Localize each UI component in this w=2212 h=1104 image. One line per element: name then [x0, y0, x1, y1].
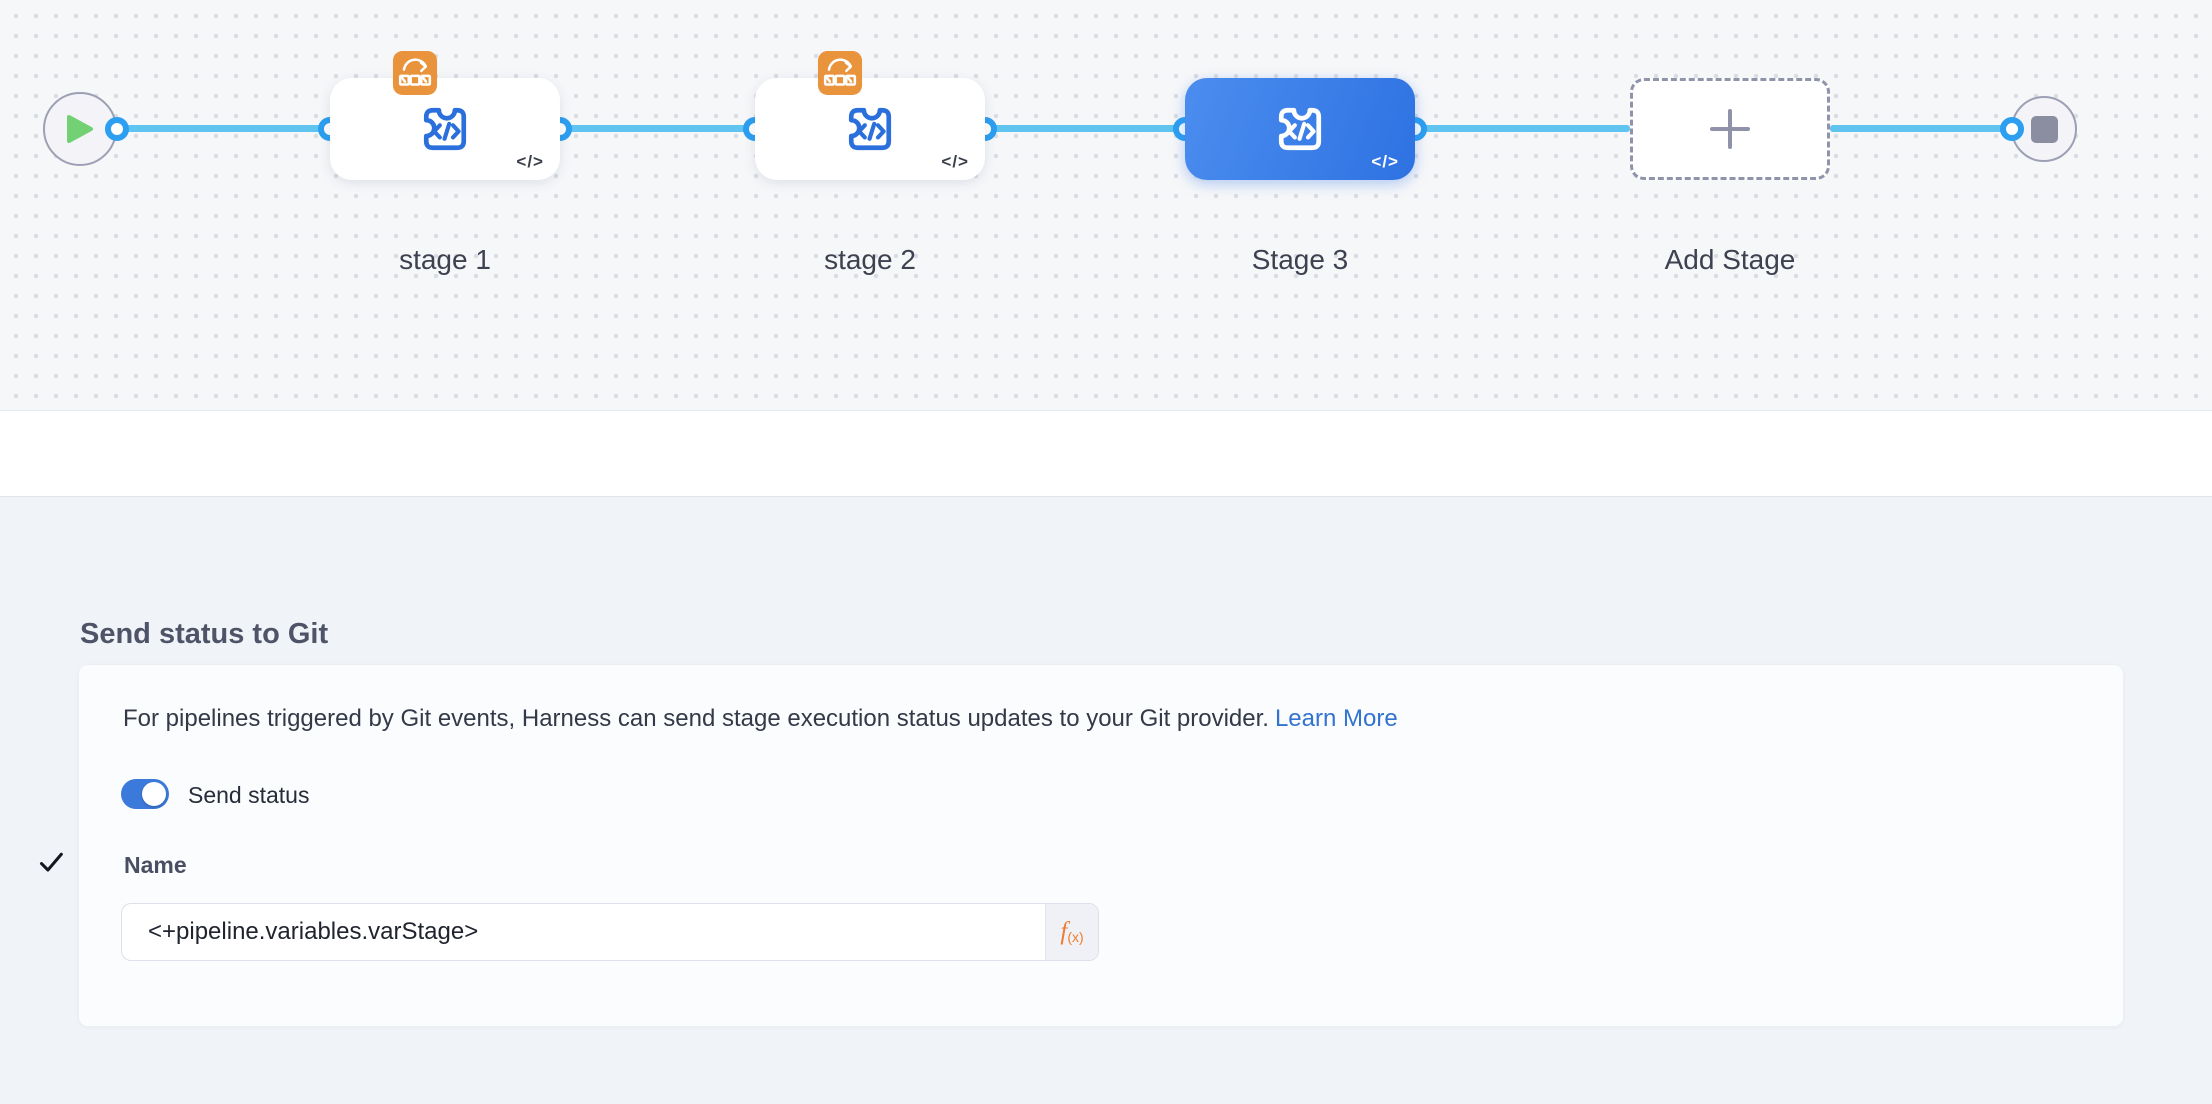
stage-label: stage 2 — [824, 244, 916, 275]
send-status-card: For pipelines triggered by Git events, H… — [78, 664, 2124, 1027]
send-status-toggle[interactable] — [121, 779, 169, 809]
name-input[interactable] — [122, 904, 1045, 960]
custom-stage-icon — [423, 107, 467, 151]
plus-icon — [1710, 109, 1750, 149]
stage-label: Stage 3 — [1251, 244, 1349, 275]
stop-icon — [2030, 115, 2058, 143]
port — [2000, 117, 2024, 141]
add-stage-button[interactable] — [1630, 78, 1830, 180]
play-icon — [67, 115, 93, 143]
stage-node-stage3-selected[interactable]: </> — [1185, 78, 1415, 180]
custom-stage-icon — [848, 107, 892, 151]
name-field-label: Name — [124, 852, 187, 878]
stage-node-stage1[interactable]: </> — [330, 78, 560, 180]
ci-stage-badge-icon — [392, 50, 438, 96]
edge-stage2-stage3 — [985, 125, 1185, 132]
name-field-group: f(x) — [121, 903, 1099, 961]
expression-fx-button[interactable]: f(x) — [1045, 904, 1098, 960]
code-icon — [857, 121, 886, 141]
code-icon — [1287, 121, 1316, 141]
edge-stage3-addstage — [1415, 125, 1630, 132]
custom-stage-icon — [1278, 107, 1322, 151]
stage-config-tabbar: Overview Environment Execution — [0, 410, 2212, 908]
pipeline-start-node — [43, 92, 117, 166]
pipeline-canvas: </> </> </ — [0, 0, 2212, 410]
pipeline-end-node — [2011, 96, 2077, 162]
check-icon — [39, 852, 63, 872]
stage-label: stage 1 — [399, 244, 491, 275]
yaml-code-badge: </> — [1371, 152, 1399, 171]
learn-more-link[interactable]: Learn More — [1274, 705, 1398, 732]
ci-stage-badge-icon — [817, 50, 863, 96]
stage-node-stage2[interactable]: </> — [755, 78, 985, 180]
send-status-description: For pipelines triggered by Git events, H… — [123, 705, 1398, 732]
yaml-code-badge: </> — [941, 152, 969, 171]
port — [105, 117, 129, 141]
code-icon — [432, 121, 461, 141]
edge-stage1-stage2 — [560, 125, 755, 132]
toggle-knob — [142, 782, 166, 806]
toggle-label: Send status — [188, 782, 310, 808]
yaml-code-badge: </> — [516, 152, 544, 171]
edge-addstage-end — [1830, 125, 2012, 132]
stage-label: Add Stage — [1664, 244, 1796, 275]
section-heading: Send status to Git — [80, 618, 329, 650]
edge-start-stage1 — [117, 125, 330, 132]
